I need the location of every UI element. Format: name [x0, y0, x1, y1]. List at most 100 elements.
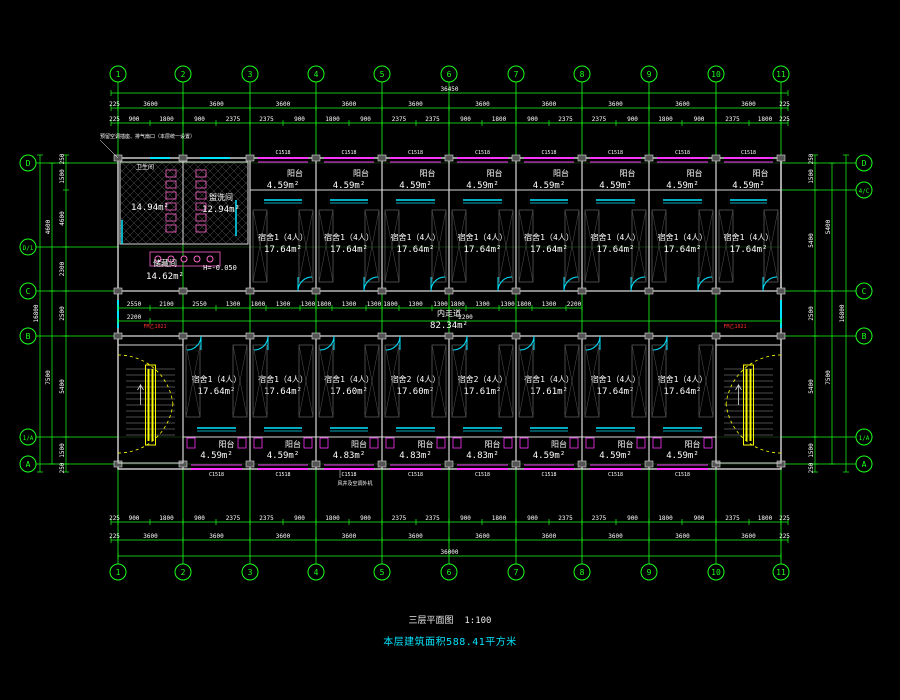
structural-column	[644, 154, 654, 162]
bunk-bed	[364, 209, 380, 283]
bunk-bed-cross	[518, 209, 534, 283]
grid-bubble-label: 11	[776, 70, 786, 79]
structural-column	[511, 287, 521, 295]
structural-column	[711, 332, 721, 340]
bottom-dorm-label: 宿舍2（4人）	[391, 374, 441, 384]
stair-door-tag-right: FM乙1021	[723, 323, 746, 330]
hatch-line	[153, 162, 235, 244]
dim-corridor-label: 1800	[251, 301, 266, 308]
bunk-bed-cross	[364, 209, 380, 283]
dim-left-chain-label: 250	[59, 153, 66, 164]
drawing-title: 三层平面图	[408, 616, 454, 626]
toilet-label: 卫生间	[136, 163, 154, 171]
hatch-line	[209, 162, 248, 202]
structural-column	[577, 460, 587, 468]
stair-well	[743, 364, 754, 446]
floor-area-note: 本层建筑面积588.41平方米	[383, 637, 517, 648]
grid-bubble-label: 8	[580, 70, 585, 79]
bunk-bed-cross	[431, 209, 447, 283]
dim-top-bays-label: 3600	[475, 101, 490, 108]
top-dorm-area: 17.64m²	[530, 245, 568, 255]
dim-corridor-label: 2200	[567, 301, 582, 308]
bunk-bed-cross	[252, 344, 268, 418]
grid-bubble	[19, 238, 37, 256]
balcony-fixture	[569, 437, 579, 449]
grid-bubble	[174, 563, 192, 581]
wash-basin	[206, 255, 214, 263]
window-tag: C1518	[541, 150, 556, 156]
dim-bottom-bays-label: 3600	[408, 533, 423, 540]
dorm-door-swing	[652, 335, 668, 351]
top-balcony-label: 阳台	[420, 168, 436, 178]
structural-column	[577, 154, 587, 162]
dim-top-sub-label: 1800	[492, 116, 507, 123]
hatch-line	[225, 220, 248, 244]
dim-bottom-bays-label: 225	[109, 533, 120, 540]
dim-right-overall-label: 5400	[825, 219, 832, 234]
bunk-bed-cross	[384, 344, 400, 418]
structural-column	[377, 460, 387, 468]
structural-column	[776, 154, 786, 162]
dim-top-sub-label: 2375	[592, 116, 607, 123]
bottom-balcony-area: 4.59m²	[533, 451, 566, 461]
wash-basin-counter	[149, 251, 221, 267]
corridor-area: 82.34m²	[430, 321, 468, 331]
toilet-area: 14.94m²	[131, 203, 169, 213]
dim-corridor-label: 1300	[301, 301, 316, 308]
toilet-stall-fixture	[195, 202, 207, 211]
top-dorm-area: 17.64m²	[730, 245, 768, 255]
dim-left-chain-label: 4600	[59, 211, 66, 226]
hatch-line	[193, 188, 248, 244]
top-balcony-label: 阳台	[553, 168, 569, 178]
washroom-label: 盥洗间	[209, 192, 233, 202]
structural-column	[377, 154, 387, 162]
bunk-bed-cross	[364, 344, 380, 418]
dim-bottom-sub-label: 900	[627, 515, 638, 522]
grid-bubble	[855, 327, 873, 345]
dim-corridor-label: 1300	[367, 301, 382, 308]
bunk-bed-cross	[518, 344, 534, 418]
dim-bottom-bays-label: 3600	[276, 533, 291, 540]
top-dorm-label: 宿舍1（4人）	[391, 232, 441, 242]
hatch-line	[120, 162, 171, 214]
balcony-fixture	[319, 437, 329, 449]
dim-corridor-label: 1800	[317, 301, 332, 308]
stair-arrow	[137, 383, 144, 405]
bottom-dorm-label: 宿舍2（4人）	[458, 374, 508, 384]
grid-bubble-label: 4	[314, 568, 319, 577]
dim-right-chain-label: 1500	[808, 443, 815, 458]
hatch-line	[120, 162, 187, 230]
structural-column	[511, 460, 521, 468]
top-balcony-area: 4.59m²	[533, 181, 566, 191]
hatch-line	[18, 163, 98, 243]
dim-left-chain-label: 1500	[59, 169, 66, 184]
dim-top-bays-label: 3600	[741, 101, 756, 108]
wash-basin	[193, 255, 201, 263]
top-balcony-area: 4.59m²	[599, 181, 632, 191]
grid-bubble-label: 7	[514, 568, 519, 577]
dim-bottom-sub-label: 225	[109, 515, 120, 522]
grid-bubble-label: 9	[647, 70, 652, 79]
top-dorm-area: 17.64m²	[264, 245, 302, 255]
top-dorm-label: 宿舍1（4人）	[524, 232, 574, 242]
grid-bubble-label: 9	[647, 568, 652, 577]
structural-column	[776, 287, 786, 295]
top-dorm-area: 17.64m²	[664, 245, 702, 255]
bunk-bed	[318, 344, 334, 418]
bottom-balcony-area: 4.59m²	[666, 451, 699, 461]
dim-bottom-sub-label: 900	[129, 515, 140, 522]
bunk-bed-cross	[384, 209, 400, 283]
dim-corridor-lower-label: 2200	[127, 314, 142, 321]
hatch-line	[185, 180, 248, 244]
hatch-line	[120, 162, 179, 222]
top-dorm-label: 宿舍1（4人）	[458, 232, 508, 242]
top-dorm-label: 宿舍1（4人）	[658, 232, 708, 242]
grid-bubble-label: 1	[116, 70, 121, 79]
dim-corridor-lower-label: 2200	[458, 314, 473, 321]
balcony-fixture	[253, 437, 263, 449]
grid-bubble-label: B	[862, 332, 867, 341]
bunk-bed	[584, 344, 600, 418]
dim-bottom-sub-label: 225	[779, 515, 790, 522]
dim-bottom-bays-label: 3600	[475, 533, 490, 540]
bunk-bed-cross	[451, 209, 467, 283]
